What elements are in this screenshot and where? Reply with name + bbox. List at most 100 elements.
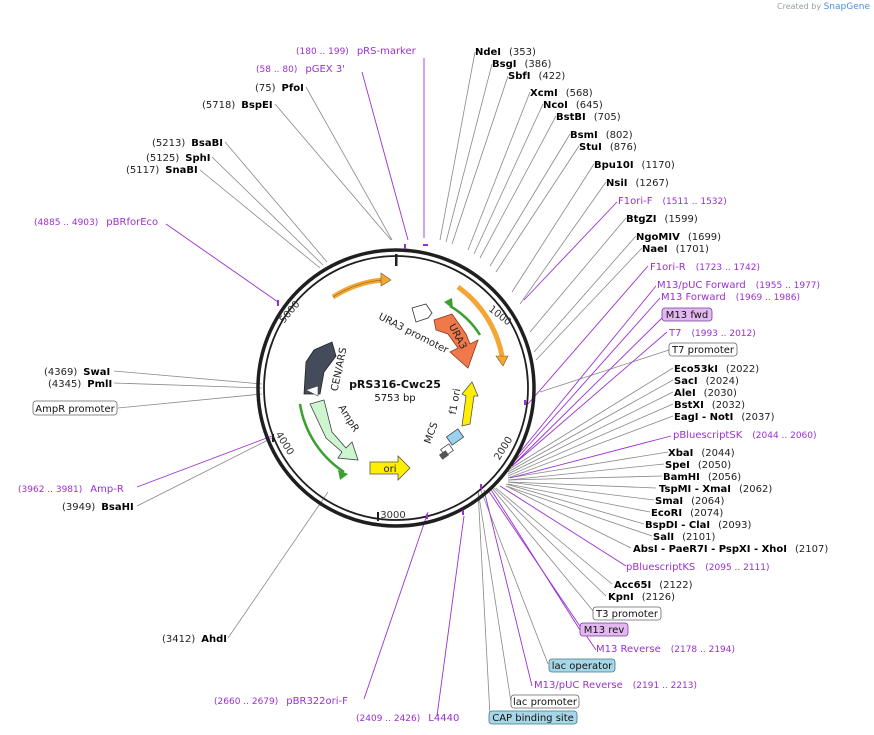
enzyme-pmli[interactable]: (4345)PmlI xyxy=(48,379,112,390)
primer-m13-puc-forward[interactable]: M13/pUC Forward(1955 .. 1977) xyxy=(657,280,820,291)
left-enzyme-labels: (75)PfoI (5718)BspEI (5213)BsaBI (5125)S… xyxy=(44,83,304,645)
enzyme-ahdi[interactable]: (3412)AhdI xyxy=(162,634,227,645)
primer-amp-r[interactable]: (3962 .. 3981)Amp-R xyxy=(18,484,124,495)
enzyme-bstxi[interactable]: BstXI(2032) xyxy=(674,400,745,411)
m13-rev-label: M13 rev xyxy=(584,625,625,636)
enzyme-nsii[interactable]: NsiI(1267) xyxy=(606,178,669,189)
cap-binding-site-label: CAP binding site xyxy=(492,713,574,724)
ampr-feature xyxy=(309,399,359,461)
enzyme-eco53ki[interactable]: Eco53kI(2022) xyxy=(674,364,759,375)
ura3-promoter-feature xyxy=(411,303,433,323)
backbone-outer xyxy=(256,248,536,528)
enzyme-xbai[interactable]: XbaI(2044) xyxy=(668,448,735,459)
enzyme-bsgi[interactable]: BsgI(386) xyxy=(492,59,551,70)
enzyme-btgzi[interactable]: BtgZI(1599) xyxy=(626,214,698,225)
ura3-green-arrow xyxy=(444,298,453,309)
enzyme-bamhi[interactable]: BamHI(2056) xyxy=(663,472,741,483)
right-enzyme-labels: NdeI(353) BsgI(386) SbfI(422) XcmI(568) … xyxy=(475,47,828,603)
primer-pbluescriptks[interactable]: pBluescriptKS(2095 .. 2111) xyxy=(626,562,770,573)
enzyme-ngomiv[interactable]: NgoMIV(1699) xyxy=(636,232,721,243)
ampr-green-arrow xyxy=(338,470,348,480)
enzyme-bsmi[interactable]: BsmI(802) xyxy=(570,130,633,141)
primer-pbrforeco[interactable]: (4885 .. 4903)pBRforEco xyxy=(34,217,158,228)
leader-lines xyxy=(113,51,674,717)
lac-operator-box[interactable]: lac operator xyxy=(548,658,616,673)
primer-l4440[interactable]: (2409 .. 2426)L4440 xyxy=(356,713,459,724)
enzyme-absi-xhoi[interactable]: AbsI - PaeR7I - PspXI - XhoI(2107) xyxy=(633,544,828,555)
enzyme-bpu10i[interactable]: Bpu10I(1170) xyxy=(594,160,675,171)
enzyme-smai[interactable]: SmaI(2064) xyxy=(655,496,724,507)
credit-prefix: Created by xyxy=(777,2,822,11)
enzyme-ecori[interactable]: EcoRI(2074) xyxy=(651,508,723,519)
enzyme-alei[interactable]: AleI(2030) xyxy=(674,388,737,399)
enzyme-sbfi[interactable]: SbfI(422) xyxy=(508,71,565,82)
primer-pgex-3[interactable]: (58 .. 80)pGEX 3' xyxy=(256,64,345,75)
enzyme-ndei[interactable]: NdeI(353) xyxy=(475,47,536,58)
t7-promoter-box[interactable]: T7 promoter xyxy=(668,342,738,357)
orange-arc-left-head xyxy=(380,272,392,287)
cap-binding-site-box[interactable]: CAP binding site xyxy=(488,710,578,725)
enzyme-bspdi-clai[interactable]: BspDI - ClaI(2093) xyxy=(645,520,751,531)
credit-brand: SnapGene xyxy=(823,2,870,12)
snapgene-credit: Created by SnapGene xyxy=(777,2,870,12)
enzyme-snabi[interactable]: (5117)SnaBI xyxy=(126,165,198,176)
plasmid-name: pRS316-Cwc25 xyxy=(349,378,441,391)
m13-rev-box[interactable]: M13 rev xyxy=(579,622,629,637)
ori-label: ori xyxy=(383,464,396,475)
primer-markers xyxy=(277,244,526,519)
primer-t7[interactable]: T7(1993 .. 2012) xyxy=(668,328,756,339)
orange-arc-right-head xyxy=(495,355,509,367)
m13-fwd-label: M13 fwd xyxy=(666,310,708,321)
enzyme-bstbi[interactable]: BstBI(705) xyxy=(556,112,621,123)
right-primer-labels: F1ori-F(1511 .. 1532) F1ori-R(1723 .. 17… xyxy=(534,196,820,691)
enzyme-xcmi[interactable]: XcmI(568) xyxy=(530,88,593,99)
plasmid-length: 5753 bp xyxy=(374,393,415,404)
primer-pbr322ori-f[interactable]: (2660 .. 2679)pBR322ori-F xyxy=(214,696,348,707)
left-primer-labels: (180 .. 199)pRS-marker (58 .. 80)pGEX 3'… xyxy=(18,46,459,724)
f1-ori-label: f1 ori xyxy=(448,388,463,416)
primer-f1ori-r[interactable]: F1ori-R(1723 .. 1742) xyxy=(650,262,760,273)
enzyme-bspei[interactable]: (5718)BspEI xyxy=(202,100,273,111)
t3-promoter-label: T3 promoter xyxy=(595,609,659,620)
primer-m13-forward[interactable]: M13 Forward(1969 .. 1986) xyxy=(661,292,800,303)
lac-promoter-label: lac promoter xyxy=(513,697,578,708)
enzyme-swai[interactable]: (4369)SwaI xyxy=(44,367,110,378)
enzyme-stui[interactable]: StuI(876) xyxy=(579,142,637,153)
primer-m13-puc-reverse[interactable]: M13/pUC Reverse(2191 .. 2213) xyxy=(534,680,697,691)
m13-fwd-box[interactable]: M13 fwd xyxy=(661,307,713,322)
primer-prs-marker[interactable]: (180 .. 199)pRS-marker xyxy=(296,46,417,57)
enzyme-ncoi[interactable]: NcoI(645) xyxy=(543,100,603,111)
ampr-green-line xyxy=(298,403,345,474)
cen-ars-small-feature xyxy=(305,385,319,397)
enzyme-pfoi[interactable]: (75)PfoI xyxy=(255,83,304,94)
t3-promoter-box[interactable]: T3 promoter xyxy=(592,606,662,621)
enzyme-sali[interactable]: SalI(2101) xyxy=(653,532,715,543)
enzyme-eagi-noti[interactable]: EagI - NotI(2037) xyxy=(674,412,775,423)
lac-operator-label: lac operator xyxy=(552,661,613,672)
enzyme-spei[interactable]: SpeI(2050) xyxy=(665,460,731,471)
enzyme-tspmi-xmai[interactable]: TspMI - XmaI(2062) xyxy=(659,484,772,495)
tick-2000: 2000 xyxy=(492,435,515,462)
enzyme-bsahi[interactable]: (3949)BsaHI xyxy=(62,502,134,513)
enzyme-saci[interactable]: SacI(2024) xyxy=(674,376,739,387)
enzyme-kpni[interactable]: KpnI(2126) xyxy=(608,592,675,603)
orange-arc-left xyxy=(331,277,383,300)
mcs-label: MCS xyxy=(423,421,441,445)
f1-ori-feature xyxy=(461,381,479,427)
enzyme-sphi[interactable]: (5125)SphI xyxy=(146,153,210,164)
primer-f1ori-f[interactable]: F1ori-F(1511 .. 1532) xyxy=(618,196,727,207)
t7-promoter-label: T7 promoter xyxy=(671,345,735,356)
primer-pbluescriptsk[interactable]: pBluescriptSK(2044 .. 2060) xyxy=(673,430,817,441)
cen-ars-feature xyxy=(303,341,337,395)
ampr-promoter-box[interactable]: AmpR promoter xyxy=(32,400,118,416)
ampr-label: AmpR xyxy=(336,403,361,434)
primer-leader-lines xyxy=(136,58,672,717)
enzyme-naei[interactable]: NaeI(1701) xyxy=(642,244,709,255)
enzyme-bsabi[interactable]: (5213)BsaBI xyxy=(152,138,223,149)
enzyme-acc65i[interactable]: Acc65I(2122) xyxy=(614,580,693,591)
lac-promoter-box[interactable]: lac promoter xyxy=(510,694,580,709)
orange-arc-left-outline xyxy=(332,279,383,298)
origin-marker xyxy=(395,254,398,266)
primer-m13-reverse[interactable]: M13 Reverse(2178 .. 2194) xyxy=(596,644,735,655)
